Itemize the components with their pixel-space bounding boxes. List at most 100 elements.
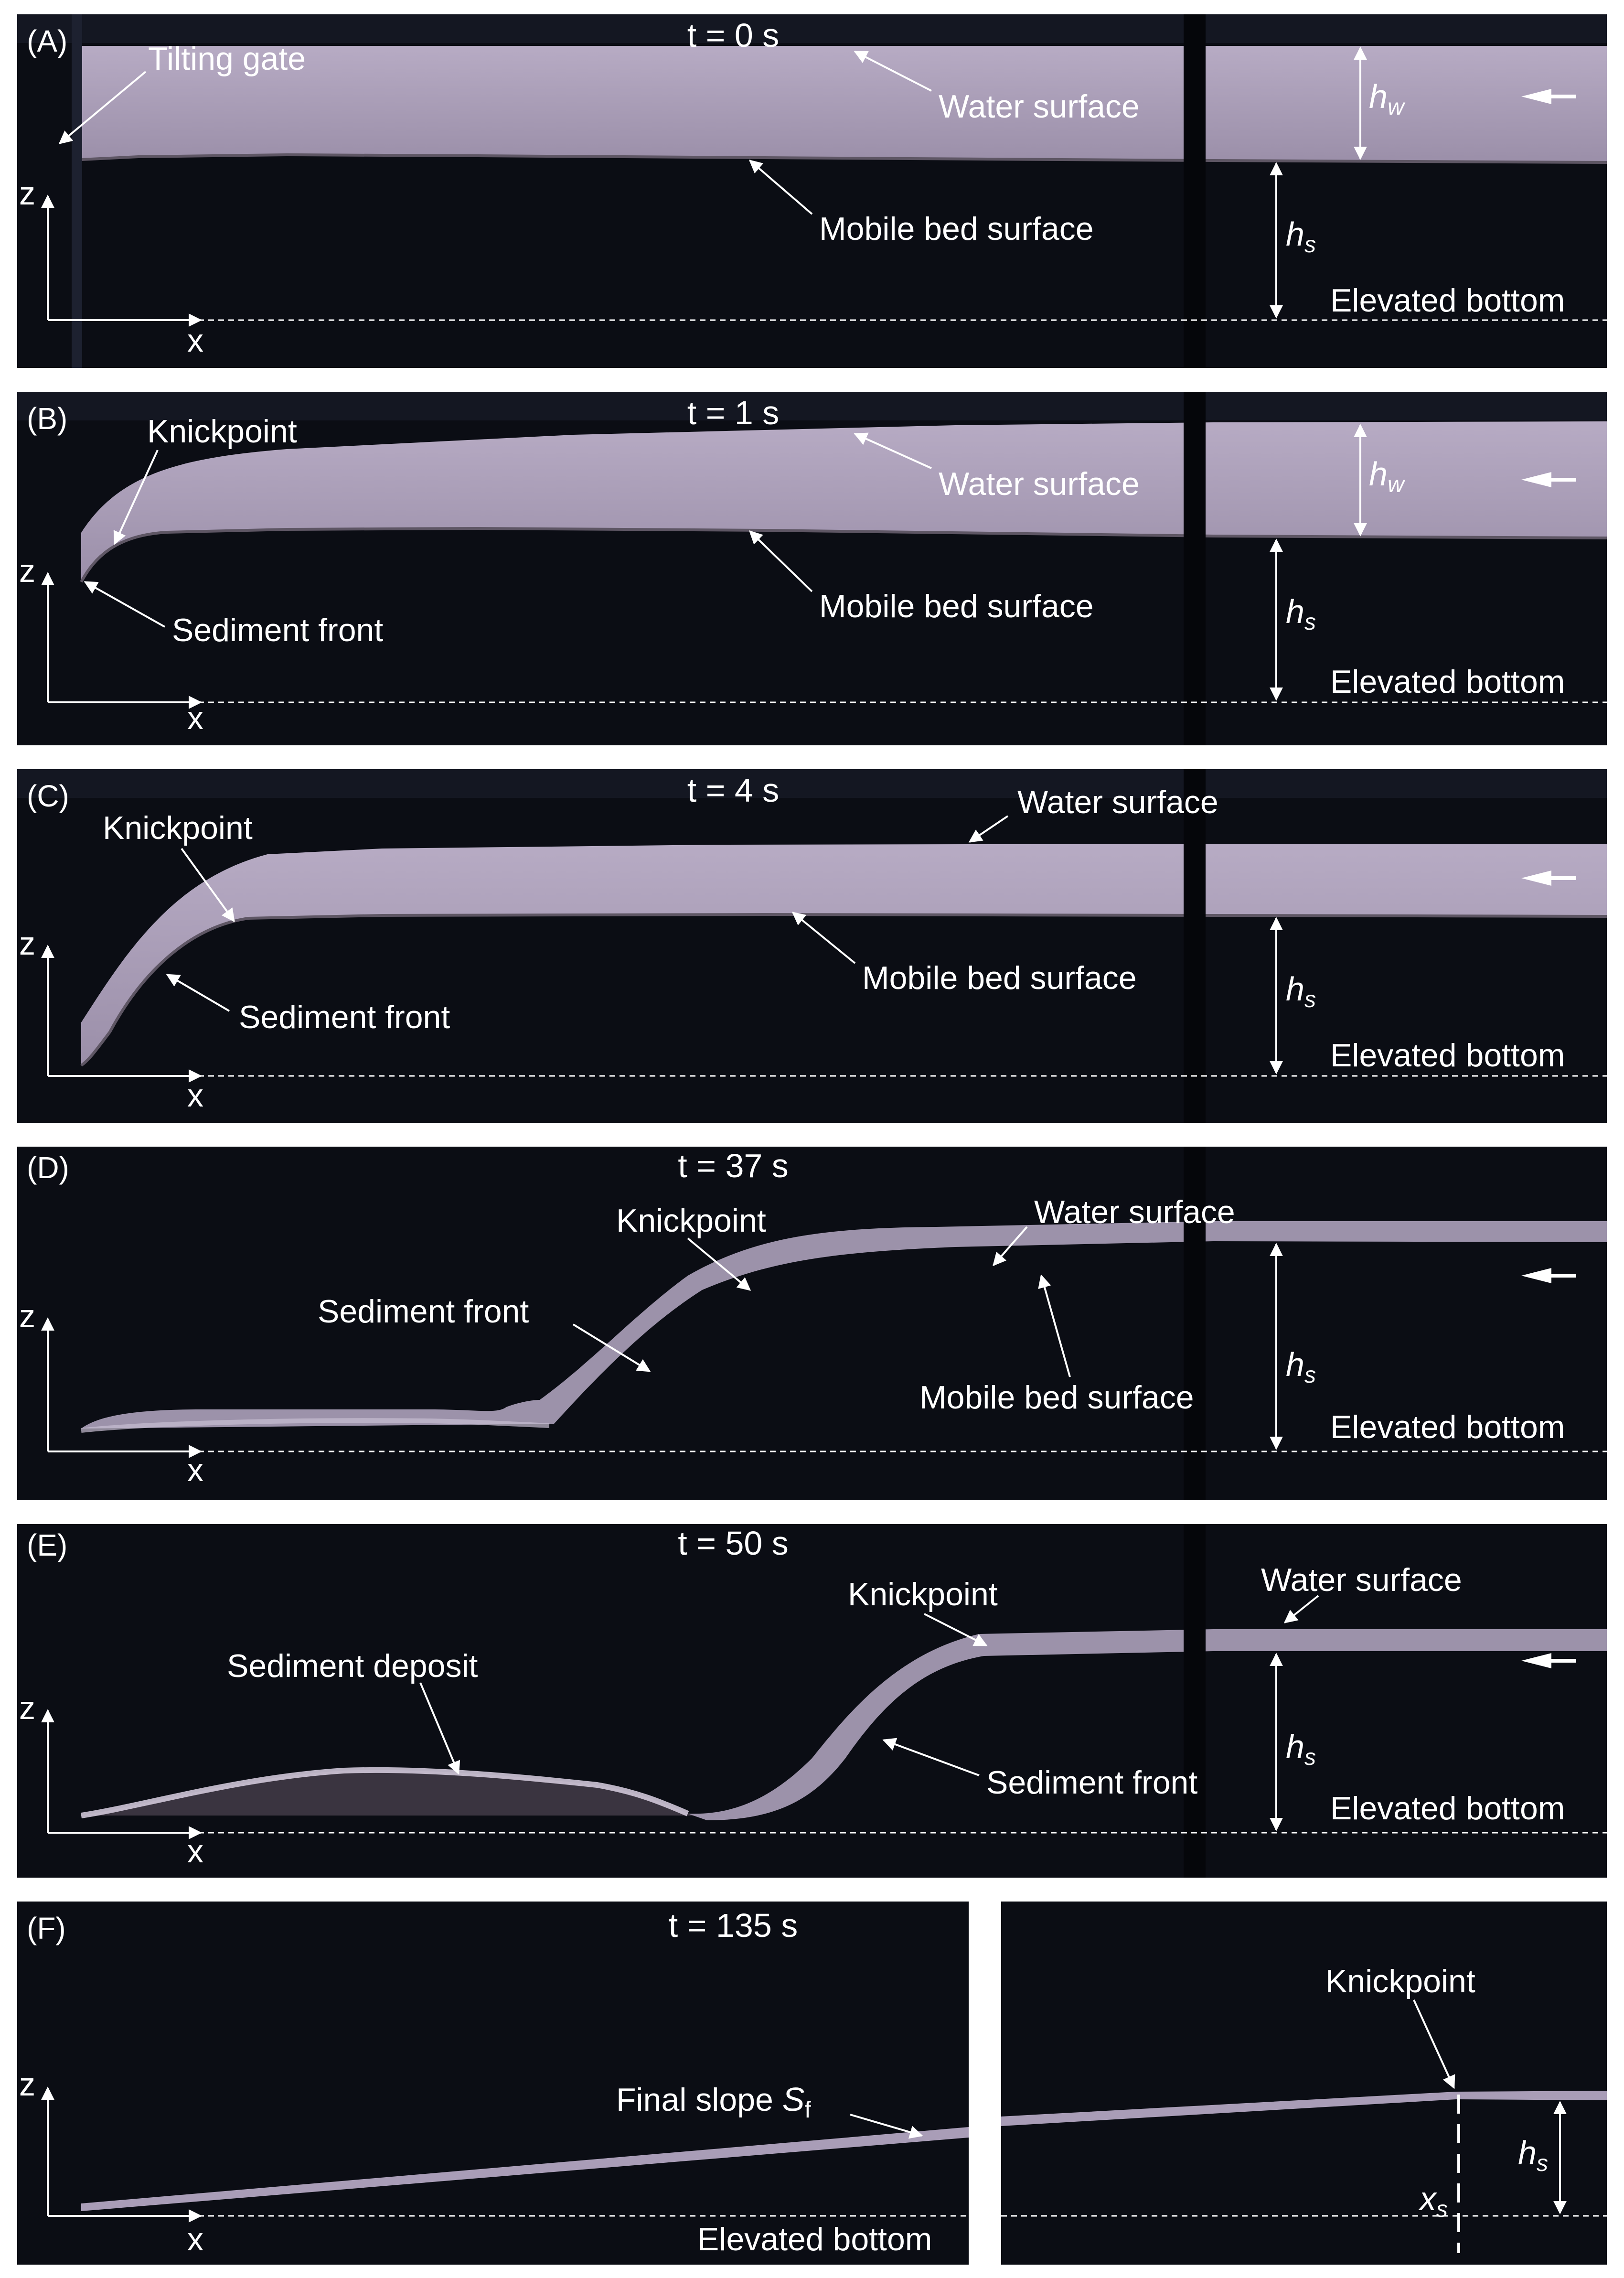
sediment-front-arrow: [572, 1323, 651, 1372]
sediment-deposit-arrow: [419, 1682, 460, 1775]
mobile-bed-surface-arrow: [748, 530, 813, 592]
panel-b: (B) t = 1 s Knickpoint Water surface Sed…: [17, 392, 1607, 745]
panel-c: (C) t = 4 s Knickpoint Water surface Sed…: [17, 769, 1607, 1123]
flow-direction-arrow-icon: [1521, 1653, 1576, 1668]
elevated-bottom-label: Elevated bottom: [1330, 1409, 1565, 1445]
mobile-bed-surface-label: Mobile bed surface: [919, 1379, 1194, 1416]
mobile-bed-surface-label: Mobile bed surface: [862, 960, 1137, 996]
elevated-bottom-label: Elevated bottom: [1330, 282, 1565, 319]
knickpoint-label: Knickpoint: [848, 1576, 998, 1612]
knickpoint-arrow: [181, 848, 235, 923]
knickpoint-label: Knickpoint: [147, 413, 297, 450]
z-axis-label: z: [19, 1298, 35, 1334]
support-pillar: [1184, 1524, 1206, 1878]
water-surface-arrow: [1283, 1595, 1319, 1623]
final-slope-label: Final slope Sf: [616, 2081, 811, 2123]
tilting-gate: [72, 14, 82, 368]
elevated-bottom-label: Elevated bottom: [1330, 1790, 1565, 1827]
support-pillar: [1184, 14, 1206, 368]
support-pillar: [1184, 1147, 1206, 1500]
water-surface-label: Water surface: [1261, 1562, 1462, 1598]
sediment-deposit-surface: [81, 1767, 689, 1818]
tilting-gate-label: Tilting gate: [148, 41, 306, 77]
water-surface-arrow: [968, 815, 1009, 843]
knickpoint-arrow: [113, 450, 159, 545]
water-surface-label: Water surface: [1017, 784, 1218, 820]
flow-direction-arrow-icon: [1521, 870, 1576, 886]
hs-symbol: hs: [1518, 2134, 1548, 2176]
knickpoint-arrow: [1413, 1999, 1455, 2089]
hs-symbol: hs: [1286, 593, 1316, 635]
knickpoint-arrow: [924, 1613, 988, 1646]
sediment-front-label: Sediment front: [172, 612, 383, 648]
panel-label: (C): [27, 779, 69, 813]
sediment-front-arrow: [882, 1738, 980, 1776]
time-label: t = 1 s: [687, 394, 780, 431]
mobile-bed-surface-label: Mobile bed surface: [819, 211, 1094, 247]
x-axis-label: x: [187, 2221, 203, 2257]
water-surface-arrow: [993, 1226, 1028, 1267]
panel-label: (F): [27, 1911, 66, 1945]
hs-symbol: hs: [1286, 215, 1316, 258]
sediment-front-arrow: [84, 581, 165, 628]
mobile-bed-line: [80, 913, 1607, 1067]
hs-symbol: hs: [1286, 1346, 1316, 1388]
mobile-bed-surface-arrow: [1038, 1274, 1071, 1377]
z-axis-label: z: [19, 2066, 35, 2103]
z-axis-label: z: [19, 553, 35, 589]
x-axis-label: x: [187, 1833, 203, 1870]
panel-label: (B): [27, 401, 67, 436]
sediment-front-label: Sediment front: [986, 1764, 1197, 1801]
hs-symbol: hs: [1286, 970, 1316, 1012]
flow-direction-arrow-icon: [1521, 472, 1576, 487]
support-pillar: [1184, 769, 1206, 1123]
panel-e: (E) t = 50 s Knickpoint Water surface Se…: [17, 1524, 1607, 1878]
sediment-front-label: Sediment front: [318, 1293, 529, 1330]
water-surface-arrow: [854, 51, 932, 92]
panel-background: [17, 1524, 1607, 1878]
elevated-bottom-label: Elevated bottom: [697, 2221, 932, 2257]
knickpoint-arrow: [687, 1237, 751, 1291]
hs-symbol: hs: [1286, 1728, 1316, 1770]
flow-direction-arrow-icon: [1521, 89, 1576, 104]
water-sediment-front: [688, 1629, 1607, 1820]
water-surface-label: Water surface: [939, 466, 1140, 502]
panel-background: [17, 769, 1607, 1123]
mobile-bed-surface-arrow: [748, 160, 813, 215]
flow-direction-arrow-icon: [1521, 1268, 1576, 1283]
panel-background: [17, 1147, 1607, 1500]
sediment-front-arrow: [166, 974, 230, 1012]
time-label: t = 50 s: [678, 1525, 789, 1562]
x-axis-label: x: [187, 700, 203, 736]
sediment-deposit-label: Sediment deposit: [227, 1648, 478, 1684]
x-axis-label: x: [187, 1452, 203, 1488]
water-surface-label: Water surface: [939, 88, 1140, 125]
final-slope-surface-right: [1001, 2091, 1607, 2126]
x-axis-label: x: [187, 322, 203, 359]
panel-background-left: [17, 1902, 969, 2265]
knickpoint-label: Knickpoint: [1325, 1963, 1475, 1999]
water-body: [81, 421, 1607, 582]
elevated-bottom-label: Elevated bottom: [1330, 1037, 1565, 1074]
sediment-deposit-wash: [81, 1418, 550, 1433]
panel-background-right: [1001, 1902, 1607, 2265]
knickpoint-label: Knickpoint: [616, 1203, 766, 1239]
z-axis-label: z: [19, 175, 35, 212]
mobile-bed-surface-label: Mobile bed surface: [819, 588, 1094, 624]
panel-label: (A): [27, 24, 67, 58]
water-body: [81, 46, 1607, 162]
elevated-bottom-label: Elevated bottom: [1330, 664, 1565, 700]
z-axis-label: z: [19, 925, 35, 962]
time-label: t = 4 s: [687, 772, 780, 809]
support-pillar: [1184, 392, 1206, 745]
time-label: t = 0 s: [687, 17, 780, 54]
mobile-bed-line: [81, 153, 1607, 164]
time-label: t = 37 s: [678, 1147, 789, 1184]
hw-symbol: hw: [1369, 455, 1406, 497]
mobile-bed-surface-arrow: [791, 912, 856, 964]
knickpoint-label: Knickpoint: [103, 810, 253, 846]
panel-label: (E): [27, 1528, 67, 1562]
panel-f: (F) t = 135 s Knickpoint Final slope Sf …: [17, 1902, 1607, 2265]
